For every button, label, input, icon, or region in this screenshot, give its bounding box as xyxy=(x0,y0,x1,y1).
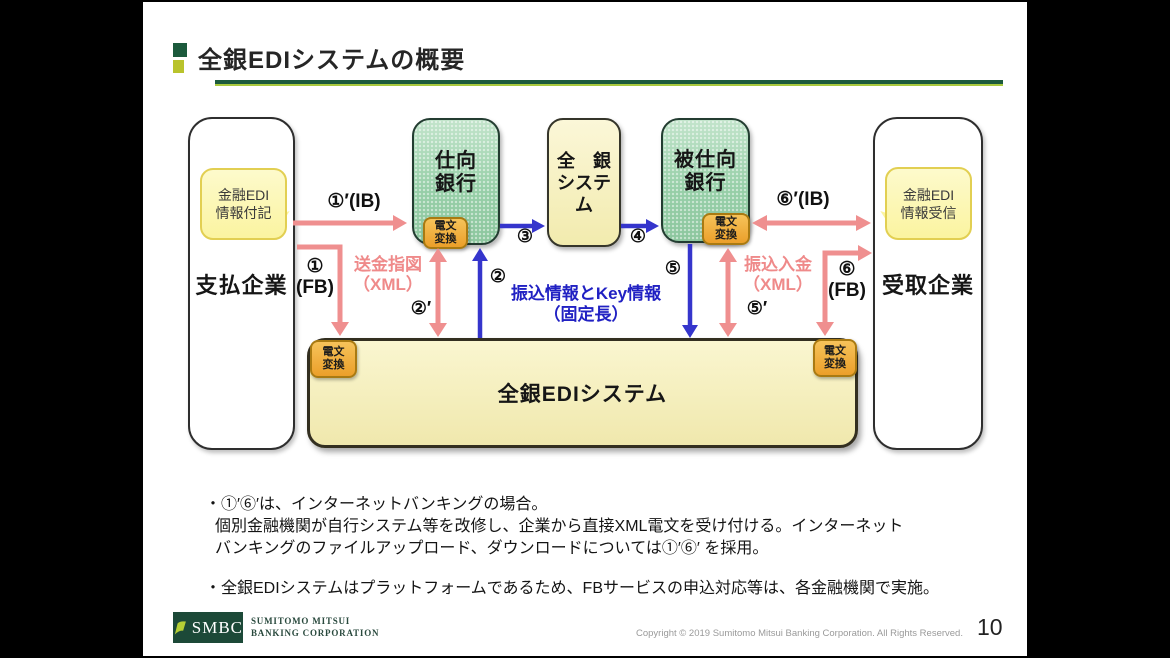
company-name-line1: SUMITOMO MITSUI xyxy=(251,616,351,626)
msg-convert-box-receiving: 電文 変換 xyxy=(702,213,750,245)
msg-convert-box-edi-right: 電文 変換 xyxy=(813,339,857,377)
notes-block: ・①′⑥′は、インターネットバンキングの場合。 個別金融機関が自行システム等を改… xyxy=(205,494,1010,600)
page-number: 10 xyxy=(977,614,1003,640)
smbc-logo-text: SMBC xyxy=(191,617,243,637)
label-remittance-line2: （XML） xyxy=(353,275,423,294)
zengin-system-label-2: システム xyxy=(557,172,611,215)
sending-bank-box: 仕向 銀行 xyxy=(412,118,500,245)
copyright-text: Copyright © 2019 Sumitomo Mitsui Banking… xyxy=(636,628,963,639)
smbc-logo: SMBC xyxy=(173,612,243,643)
note-bullet1-line1: ・①′⑥′は、インターネットバンキングの場合。 xyxy=(205,496,548,513)
label-2-prime: ②′ xyxy=(410,298,432,318)
slide: 全銀EDIシステムの概要 支払企業 受取企業 仕向 銀行 全 銀 システム 被仕… xyxy=(143,2,1027,656)
zengin-edi-system-label: 全銀EDIシステム xyxy=(497,383,668,406)
zengin-system-box: 全 銀 システム xyxy=(547,118,621,247)
label-5-prime: ⑤′ xyxy=(746,298,768,318)
bubble-right-label-2: 情報受信 xyxy=(900,204,957,221)
title-bullet-dark-icon xyxy=(173,43,187,57)
label-6-prime-ib: ⑥′(IB) xyxy=(776,189,830,210)
note-bullet1-line3: バンキングのファイルアップロード、ダウンロードについては①′⑥′ を採用。 xyxy=(215,540,769,557)
receiving-bank-box: 被仕向 銀行 xyxy=(661,118,750,243)
receiving-bank-label-1: 被仕向 xyxy=(674,148,737,171)
payer-label: 支払企業 xyxy=(195,272,288,298)
company-name-line2: BANKING CORPORATION xyxy=(251,628,380,638)
label-1-circle: ① xyxy=(306,256,324,277)
bubble-right-label-1: 金融EDI xyxy=(902,186,955,203)
title-bullet-light-icon xyxy=(173,60,184,73)
label-3-circle: ③ xyxy=(516,226,534,246)
zengin-system-label-1: 全 銀 xyxy=(557,150,611,171)
label-remittance-xml: 送金指図 （XML） xyxy=(343,255,433,295)
msg-convert-label: 変換 xyxy=(824,358,846,370)
note-bullet2: ・全銀EDIシステムはプラットフォームであるため、FBサービスの申込対応等は、各… xyxy=(205,580,939,597)
label-1-fb-text: (FB) xyxy=(296,277,334,298)
label-4-circle: ④ xyxy=(629,226,647,246)
msg-convert-label: 変換 xyxy=(434,233,457,245)
label-1-fb: ① (FB) xyxy=(289,256,341,298)
payer-company-box: 支払企業 xyxy=(188,117,295,450)
msg-convert-label: 変換 xyxy=(715,229,737,241)
msg-convert-label: 電文 xyxy=(322,346,345,358)
label-6-fb-text: (FB) xyxy=(828,280,866,301)
msg-convert-label: 電文 xyxy=(824,345,846,357)
sending-bank-label-1: 仕向 xyxy=(435,149,477,172)
label-deposit-line2: （XML） xyxy=(743,275,813,294)
bubble-financial-edi-receive: 金融EDI 情報受信 xyxy=(885,167,972,240)
receiving-bank-label-2: 銀行 xyxy=(684,171,727,194)
bubble-left-label-1: 金融EDI xyxy=(217,187,270,203)
msg-convert-label: 電文 xyxy=(715,216,737,228)
label-2-circle: ② xyxy=(489,266,507,286)
msg-convert-label: 変換 xyxy=(322,359,345,371)
smbc-rising-mark-icon xyxy=(174,620,186,634)
label-deposit-xml: 振込入金 （XML） xyxy=(733,255,823,295)
note-bullet1-line2: 個別金融機関が自行システム等を改修し、企業から直接XML電文を受け付ける。インタ… xyxy=(215,518,904,535)
label-transfer-info-key: 振込情報とKey情報 （固定長） xyxy=(502,283,670,325)
page-title: 全銀EDIシステムの概要 xyxy=(198,47,466,74)
msg-convert-box-sending: 電文 変換 xyxy=(423,217,468,249)
bubble-left-label-2: 情報付記 xyxy=(215,205,272,221)
msg-convert-box-edi-left: 電文 変換 xyxy=(310,340,357,378)
label-6-fb: ⑥ (FB) xyxy=(821,259,873,301)
label-remittance-line1: 送金指図 xyxy=(354,255,422,274)
payee-label: 受取企業 xyxy=(881,272,974,298)
sending-bank-label-2: 銀行 xyxy=(435,172,477,195)
msg-convert-label: 電文 xyxy=(434,220,457,232)
label-6-circle: ⑥ xyxy=(838,259,856,280)
title-underline xyxy=(215,80,1003,86)
zengin-edi-system-box: 全銀EDIシステム xyxy=(307,338,858,448)
arrow-6-prime-ib xyxy=(752,215,871,231)
arrow-1-prime-ib xyxy=(293,215,407,231)
label-5-circle: ⑤ xyxy=(664,258,682,278)
bubble-financial-edi-attach: 金融EDI 情報付記 xyxy=(200,168,287,240)
company-name: SUMITOMO MITSUI BANKING CORPORATION xyxy=(251,615,379,639)
arrow-2-up xyxy=(472,248,488,338)
label-transfer-info-line2: （固定長） xyxy=(543,305,629,324)
label-transfer-info-line1: 振込情報とKey情報 xyxy=(510,284,662,303)
label-deposit-line1: 振込入金 xyxy=(744,255,812,274)
label-1-prime-ib: ①′(IB) xyxy=(327,191,381,212)
